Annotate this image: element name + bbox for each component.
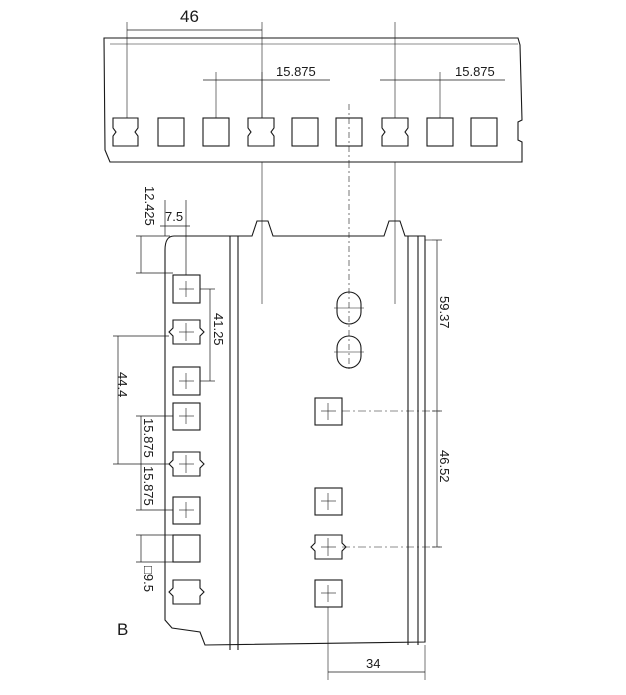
dim-95-label: □9.5 [141, 566, 156, 592]
square-hole [314, 487, 343, 516]
dim-46-label: 46 [180, 7, 199, 26]
dim-5937-label: 59.37 [437, 296, 452, 329]
top-rail-outline [103, 37, 523, 163]
notched-hole [310, 534, 347, 560]
square-hole [314, 397, 343, 426]
dim-34-label: 34 [366, 656, 380, 671]
front-view [113, 162, 442, 680]
dim-444-label: 44.4 [115, 372, 130, 397]
notched-hole [168, 579, 205, 605]
dim-75-label: 7.5 [165, 209, 183, 224]
dim-4125-label: 41.25 [211, 313, 226, 346]
dim-15875a-label: 15.875 [141, 418, 156, 458]
notched-hole [168, 451, 205, 477]
left-hole-column [168, 274, 205, 605]
dim-12425-label: 12.425 [142, 186, 157, 226]
top-slot [426, 117, 454, 147]
dim-15875-right-label: 15.875 [455, 64, 495, 79]
square-hole [172, 534, 201, 563]
rail-outline [164, 220, 426, 646]
square-hole [172, 496, 201, 525]
left-dimensions [113, 200, 215, 563]
top-slot [247, 117, 275, 147]
top-slot [112, 117, 139, 147]
center-hole-column [310, 291, 364, 608]
square-hole [172, 402, 201, 431]
right-dimensions [432, 239, 442, 548]
top-slot-row [112, 117, 498, 147]
dim-15875-left-label: 15.875 [276, 64, 316, 79]
view-label: B [117, 620, 128, 639]
top-slot [470, 117, 498, 147]
projection-lines [261, 162, 440, 680]
square-hole [314, 579, 343, 608]
dim-15875b-label: 15.875 [141, 466, 156, 506]
top-slot [381, 117, 409, 147]
notched-hole [168, 319, 205, 345]
top-slot [291, 117, 319, 147]
top-slot [157, 117, 185, 147]
top-view [103, 22, 523, 163]
dim-4652-label: 46.52 [437, 450, 452, 483]
top-slot [202, 117, 230, 147]
